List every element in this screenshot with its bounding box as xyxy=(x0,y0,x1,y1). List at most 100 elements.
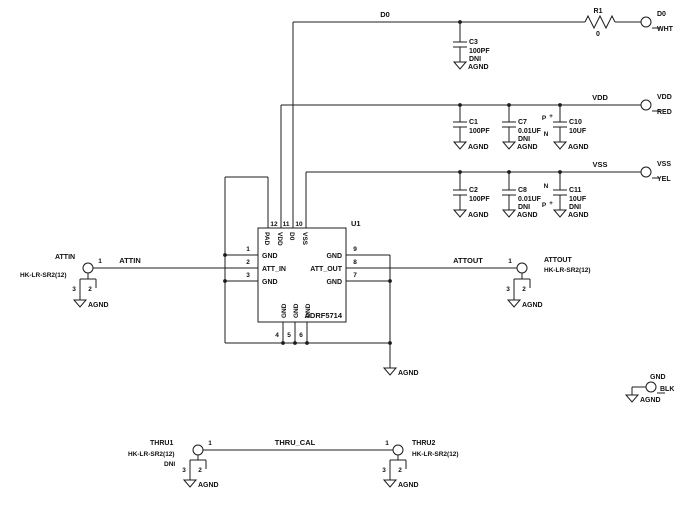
agnd-label-attout: AGND xyxy=(522,302,543,309)
header-vdd-name: VDD xyxy=(657,94,672,101)
connector-thru2-ref: THRU2 xyxy=(412,440,435,447)
cap-c10-plus: + xyxy=(549,113,553,120)
connector-attout: ATTOUT HK-LR-SR2(12) 1 3 2 xyxy=(506,257,591,300)
connector-thru1-pin3: 3 xyxy=(182,467,186,474)
cap-c7-ref: C7 xyxy=(518,119,527,126)
header-d0-name: D0 xyxy=(657,11,666,18)
connector-attout-pin1: 1 xyxy=(508,258,512,265)
ic-pin11-name: D0 xyxy=(288,232,295,241)
ic-pin9-num: 9 xyxy=(353,246,357,253)
cap-c10-ref: C10 xyxy=(569,119,582,126)
resistor-r1-value: 0 xyxy=(596,31,600,38)
header-gnd: GND BLK xyxy=(645,374,674,394)
connector-attin-pin3: 3 xyxy=(72,286,76,293)
ic-pin12-name: VDD xyxy=(276,232,283,246)
cap-c11-pos: P xyxy=(542,202,547,209)
ic-pin4-name: GND xyxy=(281,303,288,318)
net-label-vss: VSS xyxy=(592,160,607,169)
ic-pin5-name: GND xyxy=(293,303,300,318)
header-gnd-name: GND xyxy=(650,374,666,381)
capacitor-c8: C8 0.01UF DNI xyxy=(502,187,542,211)
agnd-label-c8: AGND xyxy=(517,212,538,219)
ic-pin7-num: 7 xyxy=(353,272,357,279)
connector-attout-ref: ATTOUT xyxy=(544,257,572,264)
ic-pin12-num: 12 xyxy=(270,221,278,228)
cap-c1-value: 100PF xyxy=(469,128,490,135)
agnd-label-gndhdr: AGND xyxy=(640,397,661,404)
cap-c10-value: 10UF xyxy=(569,128,587,135)
agnd-label-attin: AGND xyxy=(88,302,109,309)
cap-c3-ref: C3 xyxy=(469,39,478,46)
ic-pin8-num: 8 xyxy=(353,259,357,266)
connector-thru2-port xyxy=(392,444,404,456)
cap-c10-pos: P xyxy=(542,115,547,122)
ic-pin6-num: 6 xyxy=(299,332,303,339)
ic-pin3-num: 3 xyxy=(246,272,250,279)
net-label-d0: D0 xyxy=(380,10,390,19)
agnd-label-c2: AGND xyxy=(468,212,489,219)
header-vss-name: VSS xyxy=(657,161,671,168)
capacitor-c2: C2 100PF xyxy=(453,187,490,203)
cap-c8-note: DNI xyxy=(518,204,530,211)
cap-c3-value: 100PF xyxy=(469,48,490,55)
ic-pin2-name: ATT_IN xyxy=(262,266,286,273)
ic-pin10-name: VSS xyxy=(301,232,308,246)
ic-u1: U1 ADRF5714 GND ATT_IN GND 1 2 3 GND ATT… xyxy=(246,219,360,339)
connector-attin-pin1: 1 xyxy=(98,258,102,265)
net-label-attout: ATTOUT xyxy=(453,256,483,265)
connector-thru2-pin2: 2 xyxy=(398,467,402,474)
resistor-r1: R1 0 xyxy=(584,8,616,38)
connector-thru1-pin2: 2 xyxy=(198,467,202,474)
header-d0-color: WHT xyxy=(657,26,674,33)
ic-pin8-name: ATT_OUT xyxy=(310,266,342,273)
agnd-label-thru2: AGND xyxy=(398,482,419,489)
header-d0-port xyxy=(640,16,652,28)
connector-thru2-pin3: 3 xyxy=(382,467,386,474)
wire-layer xyxy=(93,21,646,451)
header-d0: D0 WHT xyxy=(640,11,674,33)
connector-attout-pin2: 2 xyxy=(522,286,526,293)
net-label-attin: ATTIN xyxy=(119,256,141,265)
capacitor-c10: P + N C10 10UF xyxy=(542,113,587,138)
cap-c8-ref: C8 xyxy=(518,187,527,194)
ic-pin1-name: GND xyxy=(262,253,278,260)
cap-c11-neg: N xyxy=(544,183,549,190)
cap-c2-value: 100PF xyxy=(469,196,490,203)
net-label-thru-cal: THRU_CAL xyxy=(275,438,316,447)
header-gnd-port xyxy=(645,381,657,393)
agnd-label-c3: AGND xyxy=(468,64,489,71)
connector-attin: ATTIN HK-LR-SR2(12) 1 3 2 xyxy=(20,254,102,300)
connector-thru2-part: HK-LR-SR2(12) xyxy=(412,451,459,458)
ic-pin11-num: 11 xyxy=(283,221,290,228)
cap-c3-note: DNI xyxy=(469,56,481,63)
agnd-symbols: AGND AGND AGND AGND AGND AGND AGND AGND … xyxy=(72,61,661,489)
ic-pin4-num: 4 xyxy=(275,332,279,339)
cap-c1-ref: C1 xyxy=(469,119,478,126)
header-vss-port xyxy=(640,166,652,178)
connector-thru1: THRU1 HK-LR-SR2(12) DNI 1 3 2 xyxy=(128,440,212,480)
ic-pin2-num: 2 xyxy=(246,259,250,266)
connector-thru1-port xyxy=(192,444,204,456)
cap-c7-note: DNI xyxy=(518,136,530,143)
ic-pin1-num: 1 xyxy=(246,246,250,253)
connector-attin-part: HK-LR-SR2(12) xyxy=(20,272,67,279)
connector-thru2: THRU2 HK-LR-SR2(12) 1 3 2 xyxy=(382,440,459,480)
net-labels: D0 VDD VSS ATTIN ATTOUT THRU_CAL xyxy=(119,10,608,447)
resistor-symbol xyxy=(584,14,616,30)
connector-thru2-pin1: 1 xyxy=(385,440,389,447)
ic-pin5-num: 5 xyxy=(287,332,291,339)
connector-thru1-pin1: 1 xyxy=(208,440,212,447)
connector-attin-ref: ATTIN xyxy=(55,254,75,261)
junction-dots xyxy=(223,20,562,345)
agnd-label-c11: AGND xyxy=(568,212,589,219)
header-vdd-port xyxy=(640,99,652,111)
agnd-label-c7: AGND xyxy=(517,144,538,151)
connector-thru1-part: HK-LR-SR2(12) xyxy=(128,451,175,458)
ic-part: ADRF5714 xyxy=(304,311,342,320)
cap-c7-value: 0.01UF xyxy=(518,128,542,135)
ic-body xyxy=(257,227,347,323)
ic-pin3-name: GND xyxy=(262,279,278,286)
header-gnd-color: BLK xyxy=(660,386,674,393)
